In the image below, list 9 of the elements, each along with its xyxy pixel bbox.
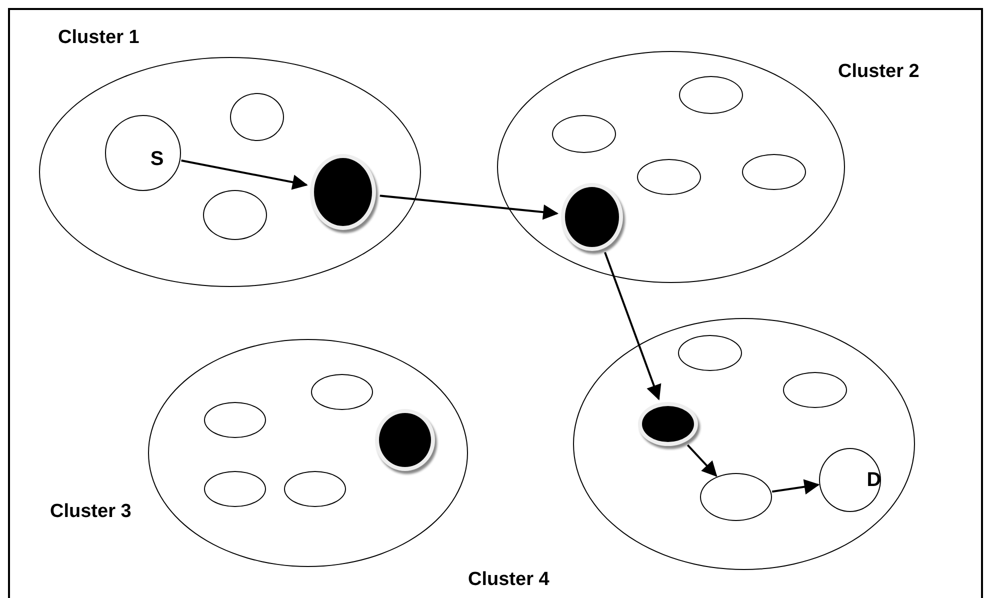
cluster-label: Cluster 4 bbox=[468, 568, 550, 592]
cluster-label: Cluster 2 bbox=[838, 60, 920, 84]
arrow bbox=[181, 159, 308, 190]
arrow bbox=[772, 479, 820, 494]
cluster-label: Cluster 3 bbox=[50, 500, 132, 524]
arrow bbox=[380, 194, 559, 220]
arrow bbox=[686, 444, 718, 477]
cluster-label: Cluster 1 bbox=[58, 26, 140, 50]
arrow bbox=[604, 252, 662, 400]
